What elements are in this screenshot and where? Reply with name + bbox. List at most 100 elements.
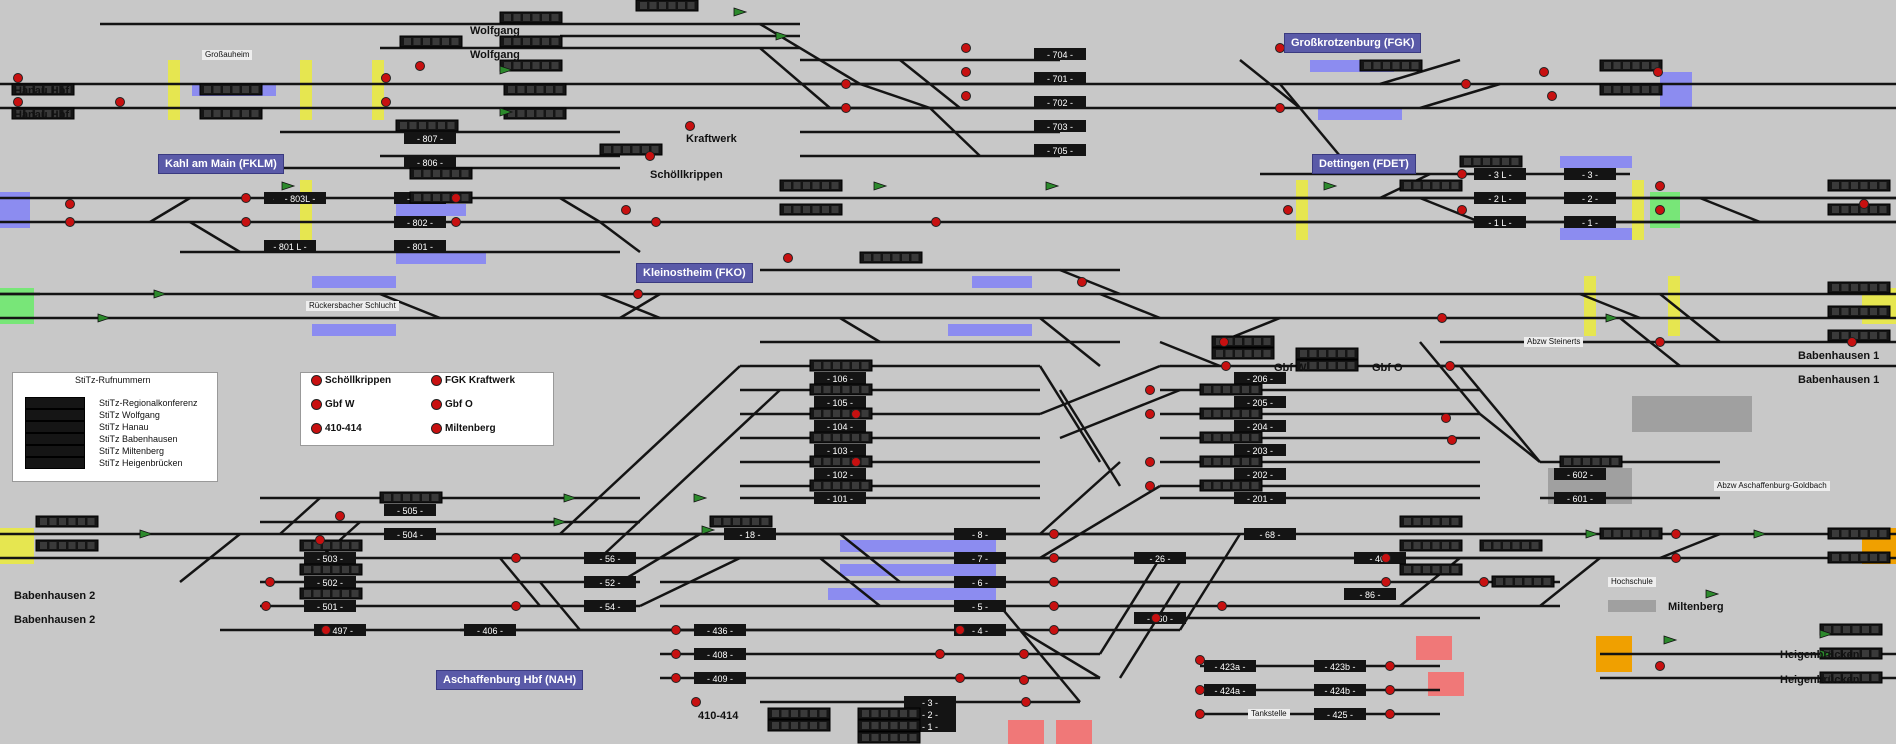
track-number-tag[interactable]: - 206 - bbox=[1234, 372, 1286, 384]
track-number-tag[interactable]: - 18 - bbox=[724, 528, 776, 540]
track-number-tag[interactable]: - 806 - bbox=[404, 156, 456, 168]
track-section[interactable] bbox=[840, 540, 996, 552]
track-number-tag[interactable]: - 502 - bbox=[304, 576, 356, 588]
track-number-tag[interactable]: - 201 - bbox=[1234, 492, 1286, 504]
signal-shunt[interactable] bbox=[499, 65, 514, 75]
signal-red[interactable] bbox=[851, 457, 861, 467]
signal-red[interactable] bbox=[955, 673, 965, 683]
signal-red[interactable] bbox=[115, 97, 125, 107]
signal-red[interactable] bbox=[1049, 577, 1059, 587]
track-number-tag[interactable]: - 602 - bbox=[1554, 468, 1606, 480]
signal-red[interactable] bbox=[1221, 361, 1231, 371]
track-number-tag[interactable]: - 205 - bbox=[1234, 396, 1286, 408]
signal-red[interactable] bbox=[1283, 205, 1293, 215]
track-number-tag[interactable]: - 54 - bbox=[584, 600, 636, 612]
signal-red[interactable] bbox=[1847, 337, 1857, 347]
track-number-tag[interactable]: - 504 - bbox=[384, 528, 436, 540]
signal-red[interactable] bbox=[1195, 655, 1205, 665]
track-section[interactable] bbox=[1318, 108, 1402, 120]
signal-red[interactable] bbox=[1049, 601, 1059, 611]
signal-shunt[interactable] bbox=[281, 181, 296, 191]
signal-red[interactable] bbox=[961, 43, 971, 53]
track-number-tag[interactable]: - 701 - bbox=[1034, 72, 1086, 84]
track-section[interactable] bbox=[1428, 672, 1464, 696]
signal-red[interactable] bbox=[1145, 481, 1155, 491]
signal-shunt[interactable] bbox=[1705, 589, 1720, 599]
signal-shunt[interactable] bbox=[1323, 181, 1338, 191]
signal-red[interactable] bbox=[651, 217, 661, 227]
signal-shunt[interactable] bbox=[701, 525, 716, 535]
track-section[interactable] bbox=[1584, 276, 1596, 336]
signal-red[interactable] bbox=[1385, 685, 1395, 695]
track-number-tag[interactable]: - 802 - bbox=[394, 216, 446, 228]
signal-red[interactable] bbox=[1195, 685, 1205, 695]
signal-red[interactable] bbox=[1539, 67, 1549, 77]
track-number-tag[interactable]: - 101 - bbox=[814, 492, 866, 504]
track-section[interactable] bbox=[1632, 180, 1644, 240]
signal-red[interactable] bbox=[1859, 199, 1869, 209]
signal-shunt[interactable] bbox=[775, 31, 790, 41]
track-number-tag[interactable]: - 105 - bbox=[814, 396, 866, 408]
signal-red[interactable] bbox=[451, 217, 461, 227]
track-number-tag[interactable]: - 86 - bbox=[1344, 588, 1396, 600]
legend-signal[interactable]: 410-414 bbox=[311, 423, 362, 434]
signal-red[interactable] bbox=[381, 97, 391, 107]
signal-red[interactable] bbox=[841, 79, 851, 89]
track-number-tag[interactable]: - 424a - bbox=[1204, 684, 1256, 696]
track-number-tag[interactable]: - 423a - bbox=[1204, 660, 1256, 672]
signal-shunt[interactable] bbox=[1819, 649, 1834, 659]
signal-red[interactable] bbox=[335, 511, 345, 521]
signal-red[interactable] bbox=[841, 103, 851, 113]
signal-red[interactable] bbox=[1381, 577, 1391, 587]
signal-red[interactable] bbox=[1049, 625, 1059, 635]
signal-red[interactable] bbox=[1151, 613, 1161, 623]
track-number-tag[interactable]: - 704 - bbox=[1034, 48, 1086, 60]
track-number-tag[interactable]: - 52 - bbox=[584, 576, 636, 588]
signal-shunt[interactable] bbox=[499, 107, 514, 117]
signal-red[interactable] bbox=[955, 625, 965, 635]
track-section[interactable] bbox=[312, 276, 396, 288]
track-section[interactable] bbox=[1608, 600, 1656, 612]
signal-shunt[interactable] bbox=[553, 517, 568, 527]
signal-red[interactable] bbox=[671, 649, 681, 659]
track-number-tag[interactable]: - 102 - bbox=[814, 468, 866, 480]
signal-shunt[interactable] bbox=[1663, 635, 1678, 645]
track-section[interactable] bbox=[948, 324, 1032, 336]
signal-red[interactable] bbox=[1445, 361, 1455, 371]
track-number-tag[interactable]: - 3 - bbox=[904, 696, 956, 708]
track-number-tag[interactable]: - 423b - bbox=[1314, 660, 1366, 672]
signal-red[interactable] bbox=[1385, 709, 1395, 719]
track-number-tag[interactable]: - 409 - bbox=[694, 672, 746, 684]
track-section[interactable] bbox=[300, 60, 312, 120]
track-number-tag[interactable]: - 1 - bbox=[1564, 216, 1616, 228]
track-number-tag[interactable]: - 3 L - bbox=[1474, 168, 1526, 180]
signal-shunt[interactable] bbox=[97, 313, 112, 323]
track-section[interactable] bbox=[300, 180, 312, 240]
signal-red[interactable] bbox=[261, 601, 271, 611]
signal-shunt[interactable] bbox=[563, 493, 578, 503]
signal-red[interactable] bbox=[1437, 313, 1447, 323]
signal-red[interactable] bbox=[451, 193, 461, 203]
signal-shunt[interactable] bbox=[1045, 181, 1060, 191]
track-number-tag[interactable]: - 6 - bbox=[954, 576, 1006, 588]
track-number-tag[interactable]: - 503 - bbox=[304, 552, 356, 564]
signal-red[interactable] bbox=[1049, 529, 1059, 539]
track-section[interactable] bbox=[1296, 180, 1308, 240]
track-section[interactable] bbox=[312, 324, 396, 336]
track-number-tag[interactable]: - 601 - bbox=[1554, 492, 1606, 504]
legend-signal[interactable]: Schöllkrippen bbox=[311, 375, 391, 386]
track-number-tag[interactable]: - 801 L - bbox=[264, 240, 316, 252]
track-number-tag[interactable]: - 26 - bbox=[1134, 552, 1186, 564]
signal-red[interactable] bbox=[1655, 337, 1665, 347]
track-number-tag[interactable]: - 803L - bbox=[274, 192, 326, 204]
signal-red[interactable] bbox=[1145, 457, 1155, 467]
legend-signal[interactable]: Miltenberg bbox=[431, 423, 496, 434]
signal-red[interactable] bbox=[321, 625, 331, 635]
signal-red[interactable] bbox=[241, 193, 251, 203]
signal-shunt[interactable] bbox=[1753, 529, 1768, 539]
signal-red[interactable] bbox=[1457, 205, 1467, 215]
signal-red[interactable] bbox=[415, 61, 425, 71]
track-number-tag[interactable]: - 703 - bbox=[1034, 120, 1086, 132]
track-number-tag[interactable]: - 408 - bbox=[694, 648, 746, 660]
signal-shunt[interactable] bbox=[139, 529, 154, 539]
